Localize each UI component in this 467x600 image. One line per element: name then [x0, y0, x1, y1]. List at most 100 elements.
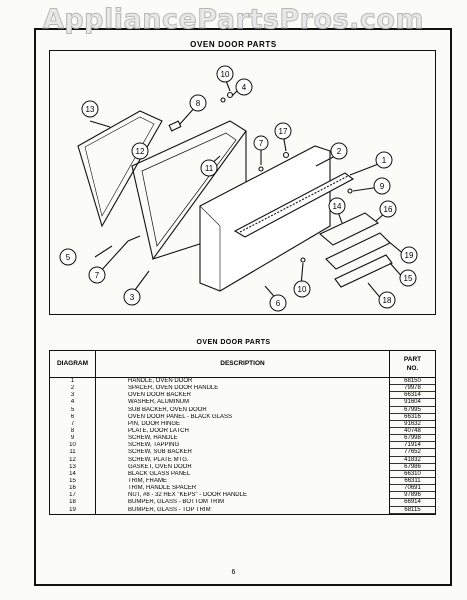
- svg-text:17: 17: [279, 127, 288, 136]
- table-row-diagram: 8: [70, 427, 75, 434]
- svg-text:6: 6: [276, 299, 281, 308]
- table-row-part: 91604: [390, 399, 435, 407]
- callout-3: 3: [123, 288, 141, 306]
- watermark-logo: AppliancePartsPros.com: [42, 4, 425, 36]
- table-row-description: HANDLE, OVEN DOOR: [128, 378, 193, 384]
- callout-17: 17: [274, 122, 292, 140]
- oven-door-drawing: 13 12 8 10 4 11 17 7 2 1 9 14 16 19 15 1…: [59, 65, 418, 312]
- table-row-description: SCREW, TAPPING: [128, 442, 180, 449]
- svg-text:18: 18: [383, 296, 392, 305]
- callout-10a: 10: [216, 65, 234, 83]
- section-title: OVEN DOOR PARTS: [190, 40, 277, 49]
- callout-1: 1: [375, 151, 393, 169]
- table-row-part: 66316: [390, 414, 435, 421]
- table-row-part: 68150: [390, 378, 435, 386]
- callout-9: 9: [373, 177, 391, 195]
- callout-6: 6: [269, 294, 287, 312]
- table-row-diagram: 12: [69, 456, 76, 463]
- diagram-callouts: 13 12 8 10 4 11 17 7 2 1 9 14 16 19 15 1…: [59, 65, 418, 312]
- svg-text:9: 9: [380, 182, 385, 191]
- header-no: NO.: [406, 365, 419, 372]
- table-row-part: 40748: [390, 428, 435, 436]
- table-row-description: WASHER, ALUMINUM: [128, 399, 190, 406]
- callout-8: 8: [189, 94, 207, 112]
- table-row-diagram: 6: [70, 413, 75, 420]
- page-frame: [34, 28, 452, 586]
- callout-7a: 7: [253, 135, 269, 151]
- table-row-part: 67986: [390, 464, 435, 471]
- svg-text:7: 7: [95, 271, 100, 280]
- page-number: 6: [231, 569, 236, 576]
- table-row-diagram: 15: [69, 477, 76, 484]
- table-row-description: BUMPER, GLASS - BOTTOM TRIM: [128, 499, 225, 506]
- table-row-diagram: 9: [70, 435, 75, 442]
- trim-frame-shape: [325, 232, 391, 270]
- table-row-part: 91632: [390, 421, 435, 428]
- glass-panel-shape: [318, 212, 380, 246]
- svg-text:19: 19: [405, 251, 414, 260]
- svg-text:13: 13: [86, 105, 95, 114]
- callout-4: 4: [235, 78, 253, 96]
- table-row-part: 66311: [390, 478, 435, 486]
- svg-text:3: 3: [130, 293, 135, 302]
- callout-13: 13: [81, 100, 99, 118]
- header-part: PART: [403, 356, 422, 363]
- table-row-description: GASKET, OVEN DOOR: [128, 463, 192, 470]
- table-header: DIAGRAM DESCRIPTION PART NO.: [50, 351, 435, 378]
- callout-16: 16: [379, 200, 397, 218]
- table-row-diagram: 19: [69, 506, 76, 513]
- table-row-diagram: 5: [70, 406, 75, 413]
- table-row-diagram: 3: [70, 392, 75, 399]
- table-row-diagram: 14: [69, 470, 76, 477]
- header-diagram: DIAGRAM: [50, 351, 96, 377]
- table-row-diagram: 11: [69, 449, 76, 456]
- table-row-description: SCREW, SUB BACKER: [128, 449, 193, 456]
- bumper-shape: [334, 254, 393, 288]
- table-row-diagram: 1: [70, 378, 75, 384]
- table-row-diagram: 4: [70, 399, 75, 406]
- callout-12: 12: [131, 142, 149, 160]
- table-row-part: 66914: [390, 499, 435, 507]
- header-part-no: PART NO.: [390, 351, 435, 377]
- svg-text:7: 7: [259, 139, 264, 148]
- table-row-diagram: 16: [69, 485, 76, 492]
- callout-19: 19: [400, 246, 418, 264]
- callout-15: 15: [399, 269, 417, 287]
- handle-shape: [233, 172, 355, 238]
- svg-text:12: 12: [136, 147, 145, 156]
- table-row-part: 77652: [390, 449, 435, 457]
- table-row-description: NUT, #8 - 32 HEX "KEPS" - DOOR HANDLE: [128, 492, 247, 499]
- table-row-description: BUMPER, GLASS - TOP TRIM: [128, 506, 211, 513]
- table-row-part: 41832: [390, 457, 435, 464]
- svg-text:2: 2: [337, 147, 342, 156]
- table-row-description: TRIM, HANDLE SPACER: [128, 485, 197, 492]
- svg-text:15: 15: [404, 274, 413, 283]
- table-row-part: 67995: [390, 407, 435, 414]
- svg-text:5: 5: [66, 253, 71, 262]
- table-row-diagram: 18: [69, 499, 76, 506]
- table-row-part: 79978: [390, 385, 435, 393]
- table-row-part: 70691: [390, 485, 435, 493]
- svg-text:14: 14: [333, 202, 342, 211]
- table-row-part: 66310: [390, 471, 435, 478]
- svg-text:4: 4: [242, 83, 247, 92]
- table-row-description: SCREW, HANDLE: [128, 435, 178, 442]
- table-row-part: 67998: [390, 435, 435, 443]
- svg-text:10: 10: [221, 70, 230, 79]
- table-row-part: 97896: [390, 492, 435, 500]
- table-row-part: 71914: [390, 442, 435, 450]
- callout-11: 11: [200, 159, 218, 177]
- svg-text:8: 8: [196, 99, 201, 108]
- svg-text:1: 1: [382, 156, 387, 165]
- table-row-description: PLATE, DOOR LATCH: [128, 427, 189, 434]
- gasket-shape: [77, 110, 163, 228]
- table-row-diagram: 2: [70, 385, 75, 392]
- table-row-diagram: 13: [69, 463, 76, 470]
- callout-5: 5: [59, 248, 77, 266]
- table-row-diagram: 17: [69, 492, 76, 499]
